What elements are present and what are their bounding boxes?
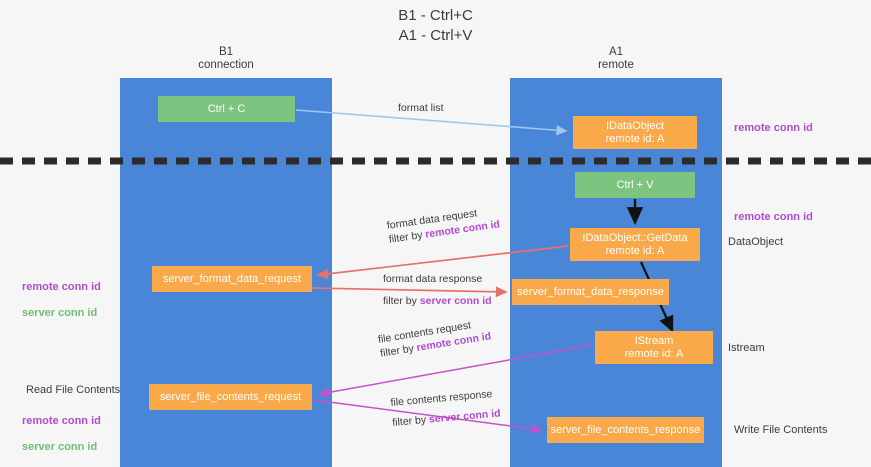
edge-label-format-data-request: format data request filter by remote con… xyxy=(386,203,501,246)
annotation-conn-ids-lower: remote conn id server conn id xyxy=(22,402,101,467)
annotation-remote-conn-id: remote conn id xyxy=(22,281,101,293)
annotation-server-conn-id: server conn id xyxy=(22,307,98,319)
node-idataobject[interactable]: IDataObject remote id: A xyxy=(573,116,697,149)
node-server-format-data-request[interactable]: server_format_data_request xyxy=(152,266,312,292)
edge-label-format-list-text: format list xyxy=(398,102,444,114)
filter-prefix: filter by xyxy=(388,228,427,246)
annotation-remote-conn-id-mid: remote conn id xyxy=(734,211,813,223)
filter-prefix: filter by xyxy=(391,413,430,429)
edge-label-file-contents-response-filter: filter by server conn id xyxy=(392,406,501,429)
edge-label-file-contents-response: file contents response filter by server … xyxy=(390,387,501,430)
annotation-remote-conn-id-top: remote conn id xyxy=(734,122,813,134)
node-ctrl-v[interactable]: Ctrl + V xyxy=(575,172,695,198)
annotation-dataobject: DataObject xyxy=(728,236,784,248)
edge-label-format-list: format list xyxy=(398,101,444,115)
node-server-file-contents-request[interactable]: server_file_contents_request xyxy=(149,384,312,410)
node-istream[interactable]: IStream remote id: A xyxy=(595,331,713,364)
node-server-file-contents-response[interactable]: server_file_contents_response xyxy=(547,417,704,443)
node-server-format-data-response[interactable]: server_format_data_response xyxy=(512,279,669,305)
edge-label-format-data-response: format data response filter by server co… xyxy=(383,272,492,308)
filter-key: server conn id xyxy=(419,295,492,307)
annotation-server-conn-id: server conn id xyxy=(22,441,98,453)
node-idataobject-getdata[interactable]: IDataObject::GetData remote id: A xyxy=(570,228,700,261)
annotation-remote-conn-id: remote conn id xyxy=(22,415,101,427)
page-title: B1 - Ctrl+C A1 - Ctrl+V xyxy=(398,7,473,44)
swimlane-heading-a1: A1 remote xyxy=(598,46,634,71)
node-ctrl-c[interactable]: Ctrl + C xyxy=(158,96,295,122)
edge-label-file-contents-request: file contents request filter by remote c… xyxy=(377,315,492,360)
swimlane-heading-b1: B1 connection xyxy=(198,46,254,71)
annotation-istream: Istream xyxy=(728,342,765,354)
edge-label-format-data-response-filter: filter by server conn id xyxy=(383,294,492,308)
annotation-write-file-contents: Write File Contents xyxy=(734,424,828,436)
edge-label-file-contents-response-text: file contents response xyxy=(390,388,493,409)
annotation-read-file-contents: Read File Contents xyxy=(26,384,121,396)
edge-label-format-data-response-text: format data response xyxy=(383,273,483,285)
filter-prefix: filter by xyxy=(383,295,420,307)
annotation-conn-ids-upper: remote conn id server conn id xyxy=(22,268,101,333)
filter-key: server conn id xyxy=(428,407,502,426)
